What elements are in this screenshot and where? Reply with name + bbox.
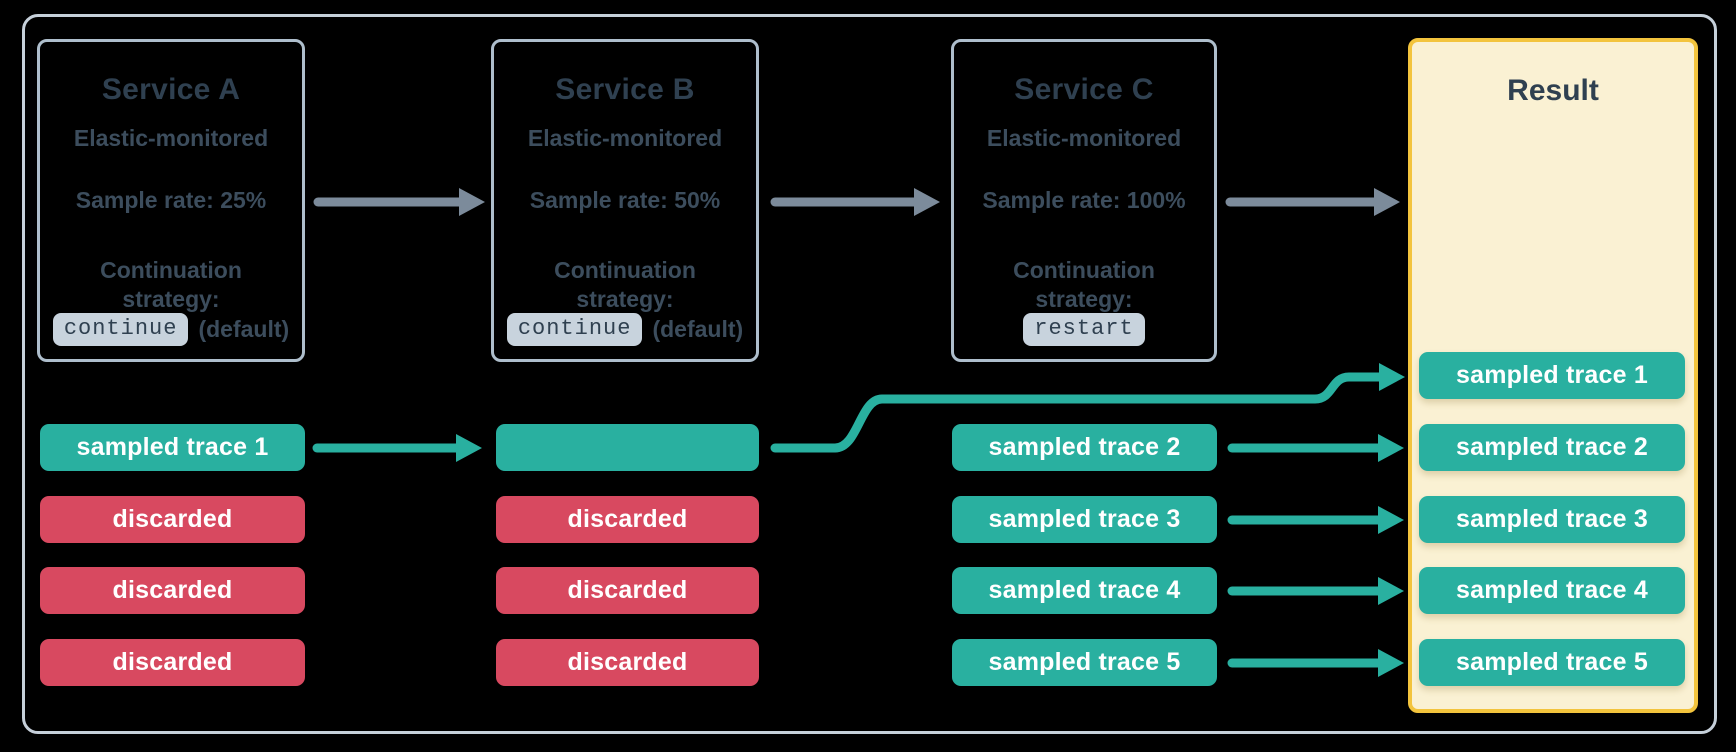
service-b-strategy-badge: continue (506, 313, 643, 346)
service-b-continuation-line-2: strategy: (576, 286, 674, 312)
service-b-title: Service B (555, 73, 695, 106)
service-c-monitoring: Elastic-monitored (986, 125, 1182, 151)
service-a-strategy-row: continue (default) (40, 313, 302, 346)
service-b-continuation-line-1: Continuation (554, 257, 696, 283)
service-c-continuation-line-2: strategy: (1035, 286, 1133, 312)
service-c-strategy-row: restart (954, 313, 1214, 346)
service-b-discarded-chip: discarded (496, 496, 759, 543)
result-trace-2-chip: sampled trace 2 (1419, 424, 1685, 471)
service-c-sample-rate: Sample rate: 100% (982, 187, 1186, 213)
service-b-strategy-row: continue (default) (494, 313, 756, 346)
service-c-trace-5-chip: sampled trace 5 (952, 639, 1217, 686)
service-c-continuation-line-1: Continuation (1013, 257, 1155, 283)
service-b-box: Service B Elastic-monitored Sample rate:… (491, 39, 759, 362)
service-b-trace-1-chip (496, 424, 759, 471)
result-trace-3-chip: sampled trace 3 (1419, 496, 1685, 543)
service-c-title: Service C (1014, 73, 1154, 106)
service-c-trace-2-chip: sampled trace 2 (952, 424, 1217, 471)
service-a-monitoring: Elastic-monitored (73, 125, 269, 151)
service-a-continuation-line-1: Continuation (100, 257, 242, 283)
result-trace-1-chip: sampled trace 1 (1419, 352, 1685, 399)
service-a-box: Service A Elastic-monitored Sample rate:… (37, 39, 305, 362)
service-c-box: Service C Elastic-monitored Sample rate:… (951, 39, 1217, 362)
service-c-strategy-badge: restart (1023, 313, 1145, 346)
service-a-trace-1-chip: sampled trace 1 (40, 424, 305, 471)
service-a-sample-rate: Sample rate: 25% (75, 187, 267, 213)
service-b-strategy-default-note: (default) (652, 316, 744, 342)
diagram-outer-frame (22, 14, 1717, 734)
result-trace-5-chip: sampled trace 5 (1419, 639, 1685, 686)
service-b-discarded-chip: discarded (496, 567, 759, 614)
service-c-trace-3-chip: sampled trace 3 (952, 496, 1217, 543)
result-trace-4-chip: sampled trace 4 (1419, 567, 1685, 614)
service-a-continuation-line-2: strategy: (122, 286, 220, 312)
service-a-title: Service A (101, 73, 241, 106)
service-a-strategy-default-note: (default) (198, 316, 290, 342)
service-a-strategy-badge: continue (52, 313, 189, 346)
service-a-discarded-chip: discarded (40, 639, 305, 686)
service-b-discarded-chip: discarded (496, 639, 759, 686)
service-a-discarded-chip: discarded (40, 567, 305, 614)
service-c-trace-4-chip: sampled trace 4 (952, 567, 1217, 614)
service-b-sample-rate: Sample rate: 50% (529, 187, 721, 213)
service-b-monitoring: Elastic-monitored (527, 125, 723, 151)
service-a-discarded-chip: discarded (40, 496, 305, 543)
result-title: Result (1507, 74, 1599, 107)
